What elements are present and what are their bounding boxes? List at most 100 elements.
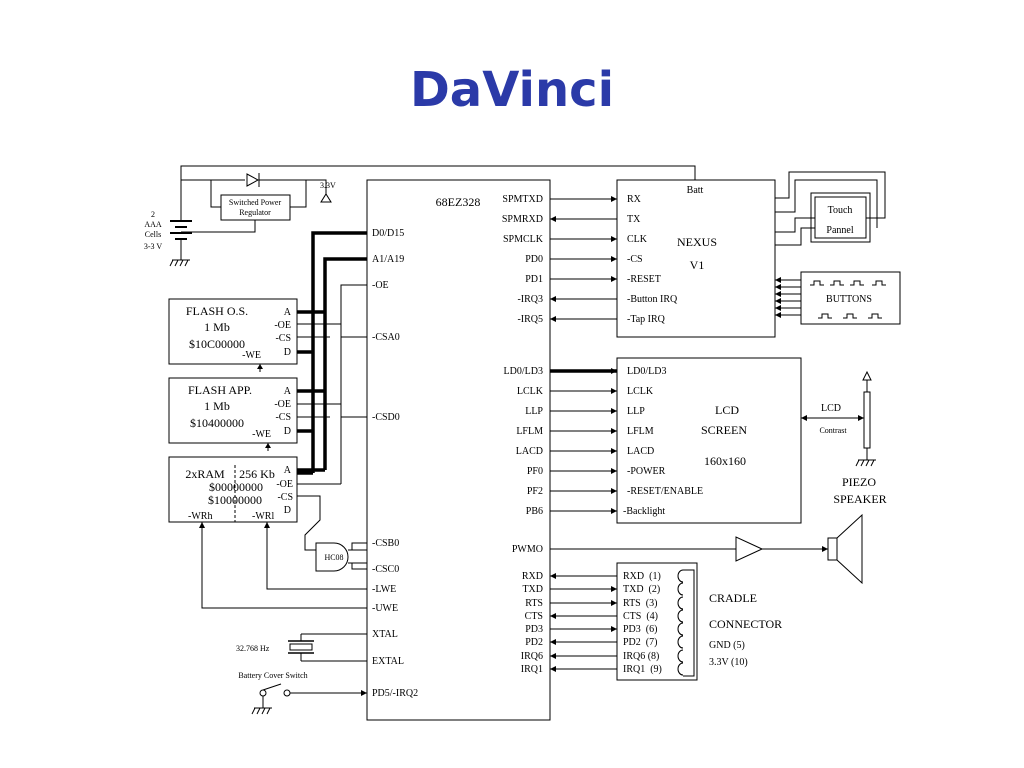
flash-os-we: -WE <box>242 350 261 361</box>
cpu-right-pin-label: PWMO <box>512 544 543 555</box>
cradle-contact-icon <box>677 596 684 610</box>
cradle-pin-label: IRQ1 (9) <box>623 664 662 675</box>
lcd-pin-label: -Backlight <box>623 506 665 517</box>
flash-app-line-1: FLASH APP. <box>188 383 252 397</box>
lcd-pin-label: LD0/LD3 <box>627 366 666 377</box>
arrowhead-icon <box>611 236 617 242</box>
rail-voltage-label: 3.3V <box>320 181 336 190</box>
lcd-pin-label: -RESET/ENABLE <box>627 486 703 497</box>
crystal-label: 32.768 Hz <box>236 644 270 653</box>
cpu-right-pin-label: -IRQ3 <box>517 294 543 305</box>
lcd-pin-label: LACD <box>627 446 654 457</box>
cpu-left-pin-label: -CSA0 <box>372 332 400 343</box>
cpu-right-pin-label: -IRQ5 <box>517 314 543 325</box>
lcd-pin-label: -POWER <box>627 466 666 477</box>
flash-os-pin-d: D <box>284 347 291 358</box>
arrowhead-icon <box>775 284 781 290</box>
cradle-pin-label: CTS (4) <box>623 611 658 622</box>
touch-label-2: Pannel <box>826 225 853 236</box>
nexus-pin-label: -CS <box>627 254 643 265</box>
cpu-right-pin-label: PF2 <box>527 486 543 497</box>
ram-line-4: $10000000 <box>208 493 262 507</box>
ram-line-2: 256 Kb <box>239 467 275 481</box>
slide-title: DaVinci <box>409 62 615 118</box>
arrowhead-icon <box>550 573 556 579</box>
cpu-left-pin-label: -CSD0 <box>372 412 400 423</box>
battery-label-2: AAA <box>144 220 162 229</box>
hc08-gate: HC08 <box>315 542 367 572</box>
arrowhead-icon <box>611 276 617 282</box>
arrowhead-icon <box>611 388 617 394</box>
cpu-right-pin-label: PD3 <box>525 624 543 635</box>
write-enable-lines <box>199 364 367 609</box>
cpu-left-pin-label: PD5/-IRQ2 <box>372 688 418 699</box>
flash-os-pin-a: A <box>284 307 292 318</box>
pulse-icon <box>868 313 882 319</box>
cpu-right-pin-label: LLP <box>525 406 543 417</box>
amplifier-icon <box>735 536 764 562</box>
arrowhead-icon <box>775 291 781 297</box>
nexus-pin-label: -RESET <box>627 274 661 285</box>
battery-label-3: Cells <box>145 230 161 239</box>
cpu-right-pin-label: IRQ1 <box>521 664 543 675</box>
arrowhead-icon <box>775 312 781 318</box>
arrowhead-icon <box>611 256 617 262</box>
arrowhead-icon <box>611 488 617 494</box>
cpu-right-pin-label: PD1 <box>525 274 543 285</box>
regulator-box <box>220 194 291 221</box>
buttons-block: BUTTONS <box>775 271 901 325</box>
nexus-batt: Batt <box>687 185 704 196</box>
cpu-left-pin-label: -OE <box>372 280 389 291</box>
nexus-name-1: NEXUS <box>677 235 717 249</box>
cradle-contact-frame <box>683 569 695 677</box>
ram-pin-oe: -OE <box>276 479 293 490</box>
cpu-right-pin-label: LFLM <box>516 426 543 437</box>
arrowhead-icon <box>550 216 556 222</box>
cradle-pin-label: PD2 (7) <box>623 637 657 648</box>
cradle-contact-icon <box>677 662 684 676</box>
flash-os-pin-oe: -OE <box>274 320 291 331</box>
address-bus <box>297 257 367 472</box>
arrowhead-icon <box>611 196 617 202</box>
cpu-right-pin-label: PD2 <box>525 637 543 648</box>
cradle-name-2: CONNECTOR <box>709 617 782 631</box>
pulse-icon <box>850 280 864 286</box>
arrowhead-icon <box>611 626 617 632</box>
touch-panel: Touch Pannel <box>775 171 886 246</box>
cpu-right-pin-label: LACD <box>516 446 543 457</box>
ground-icon <box>855 459 876 467</box>
flash-os-line-3: $10C00000 <box>189 337 245 351</box>
battery-cover-switch: Battery Cover Switch <box>238 671 367 715</box>
flash-app-line-3: $10400000 <box>190 416 244 430</box>
pulse-icon <box>872 280 886 286</box>
cpu-name: 68EZ328 <box>436 195 481 209</box>
regulator-line-2: Regulator <box>239 208 271 217</box>
speaker-icon <box>827 513 863 585</box>
hc08-label: HC08 <box>324 553 343 562</box>
cpu-left-pin-label: XTAL <box>372 629 398 640</box>
cpu-right-pin-label: SPMRXD <box>502 214 543 225</box>
cpu-right-pin-label: IRQ6 <box>521 651 543 662</box>
arrowhead-icon <box>611 448 617 454</box>
nexus-pin-label: CLK <box>627 234 648 245</box>
arrowhead-icon <box>550 639 556 645</box>
flash-os-pin-cs: -CS <box>275 333 291 344</box>
cpu-left-pin-label: -CSB0 <box>372 538 399 549</box>
arrowhead-icon <box>550 666 556 672</box>
cpu-right-pin-label: LCLK <box>517 386 544 397</box>
cradle-pin-label: RXD (1) <box>623 571 661 582</box>
nexus-pin-label: TX <box>627 214 641 225</box>
lcd-pin-label: LFLM <box>627 426 654 437</box>
cs-net <box>297 336 330 551</box>
arrowhead-icon <box>611 586 617 592</box>
cradle-contact-icon <box>677 582 684 596</box>
piezo-label-2: SPEAKER <box>833 492 886 506</box>
arrowhead-icon <box>611 508 617 514</box>
cpu-right-pin-label: LD0/LD3 <box>504 366 543 377</box>
nexus-pin-label: RX <box>627 194 642 205</box>
cradle-contact-icon <box>677 622 684 636</box>
ram-pin-cs: -CS <box>277 492 293 503</box>
arrowhead-icon <box>611 408 617 414</box>
